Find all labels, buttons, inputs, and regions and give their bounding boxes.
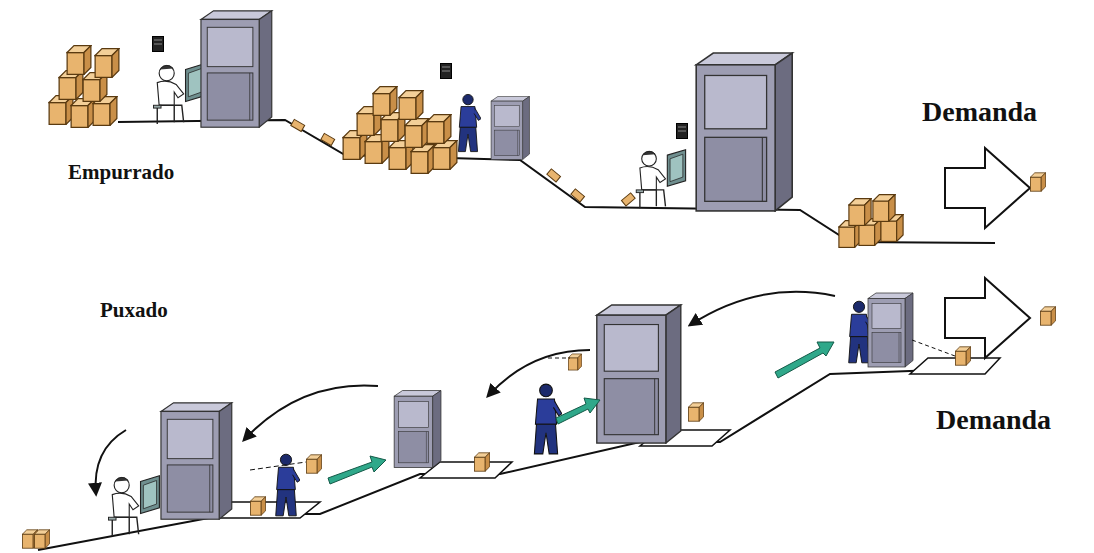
crate bbox=[306, 455, 321, 473]
section-label: Empurrado bbox=[68, 160, 174, 185]
part bbox=[291, 119, 305, 131]
flow-line bbox=[118, 120, 995, 243]
flow-line bbox=[38, 368, 990, 550]
crate bbox=[688, 403, 703, 421]
crate bbox=[849, 199, 871, 226]
part bbox=[571, 189, 585, 202]
crate bbox=[399, 91, 423, 120]
part bbox=[321, 133, 335, 145]
document-icon bbox=[677, 124, 688, 139]
crate bbox=[373, 87, 397, 116]
pull-signal-arrow bbox=[488, 350, 590, 396]
crate bbox=[568, 354, 581, 370]
demand-arrow bbox=[945, 148, 1030, 228]
document-icon bbox=[441, 64, 452, 79]
machine bbox=[394, 391, 441, 468]
part bbox=[547, 169, 561, 182]
machine bbox=[201, 11, 272, 127]
machine bbox=[161, 403, 232, 519]
seated-operator bbox=[108, 476, 159, 536]
machine bbox=[868, 293, 913, 367]
operator bbox=[458, 94, 481, 151]
crate bbox=[1040, 307, 1055, 325]
machine bbox=[696, 53, 792, 211]
crate bbox=[955, 347, 970, 365]
crate bbox=[405, 119, 429, 148]
section-label: Puxado bbox=[100, 298, 168, 323]
dashed-line bbox=[912, 340, 955, 356]
crate bbox=[474, 453, 489, 471]
crate bbox=[250, 497, 265, 515]
crate bbox=[433, 141, 457, 170]
dashed-line bbox=[250, 462, 306, 470]
demand-arrow bbox=[945, 278, 1030, 358]
seated-operator bbox=[153, 64, 204, 124]
operator bbox=[276, 454, 300, 516]
crate bbox=[1030, 173, 1045, 191]
material-arrow bbox=[775, 342, 834, 378]
crate bbox=[67, 46, 91, 75]
crate bbox=[34, 530, 49, 548]
crate bbox=[95, 49, 119, 78]
machine bbox=[491, 96, 529, 159]
pull-signal-arrow bbox=[690, 292, 835, 325]
material-arrow bbox=[328, 456, 386, 484]
dashed-line bbox=[548, 358, 570, 359]
pull-signal-arrow bbox=[96, 430, 126, 494]
seated-operator bbox=[636, 150, 685, 209]
document-icon bbox=[153, 37, 164, 52]
demand-label: Demanda bbox=[922, 96, 1037, 128]
demand-label: Demanda bbox=[936, 404, 1051, 436]
part bbox=[621, 193, 635, 206]
pull-signal-arrow bbox=[244, 385, 378, 440]
crate bbox=[411, 145, 435, 174]
material-arrow bbox=[556, 398, 600, 424]
crate bbox=[873, 195, 895, 222]
machine bbox=[597, 305, 681, 443]
crate bbox=[71, 99, 95, 128]
crate bbox=[427, 115, 451, 144]
